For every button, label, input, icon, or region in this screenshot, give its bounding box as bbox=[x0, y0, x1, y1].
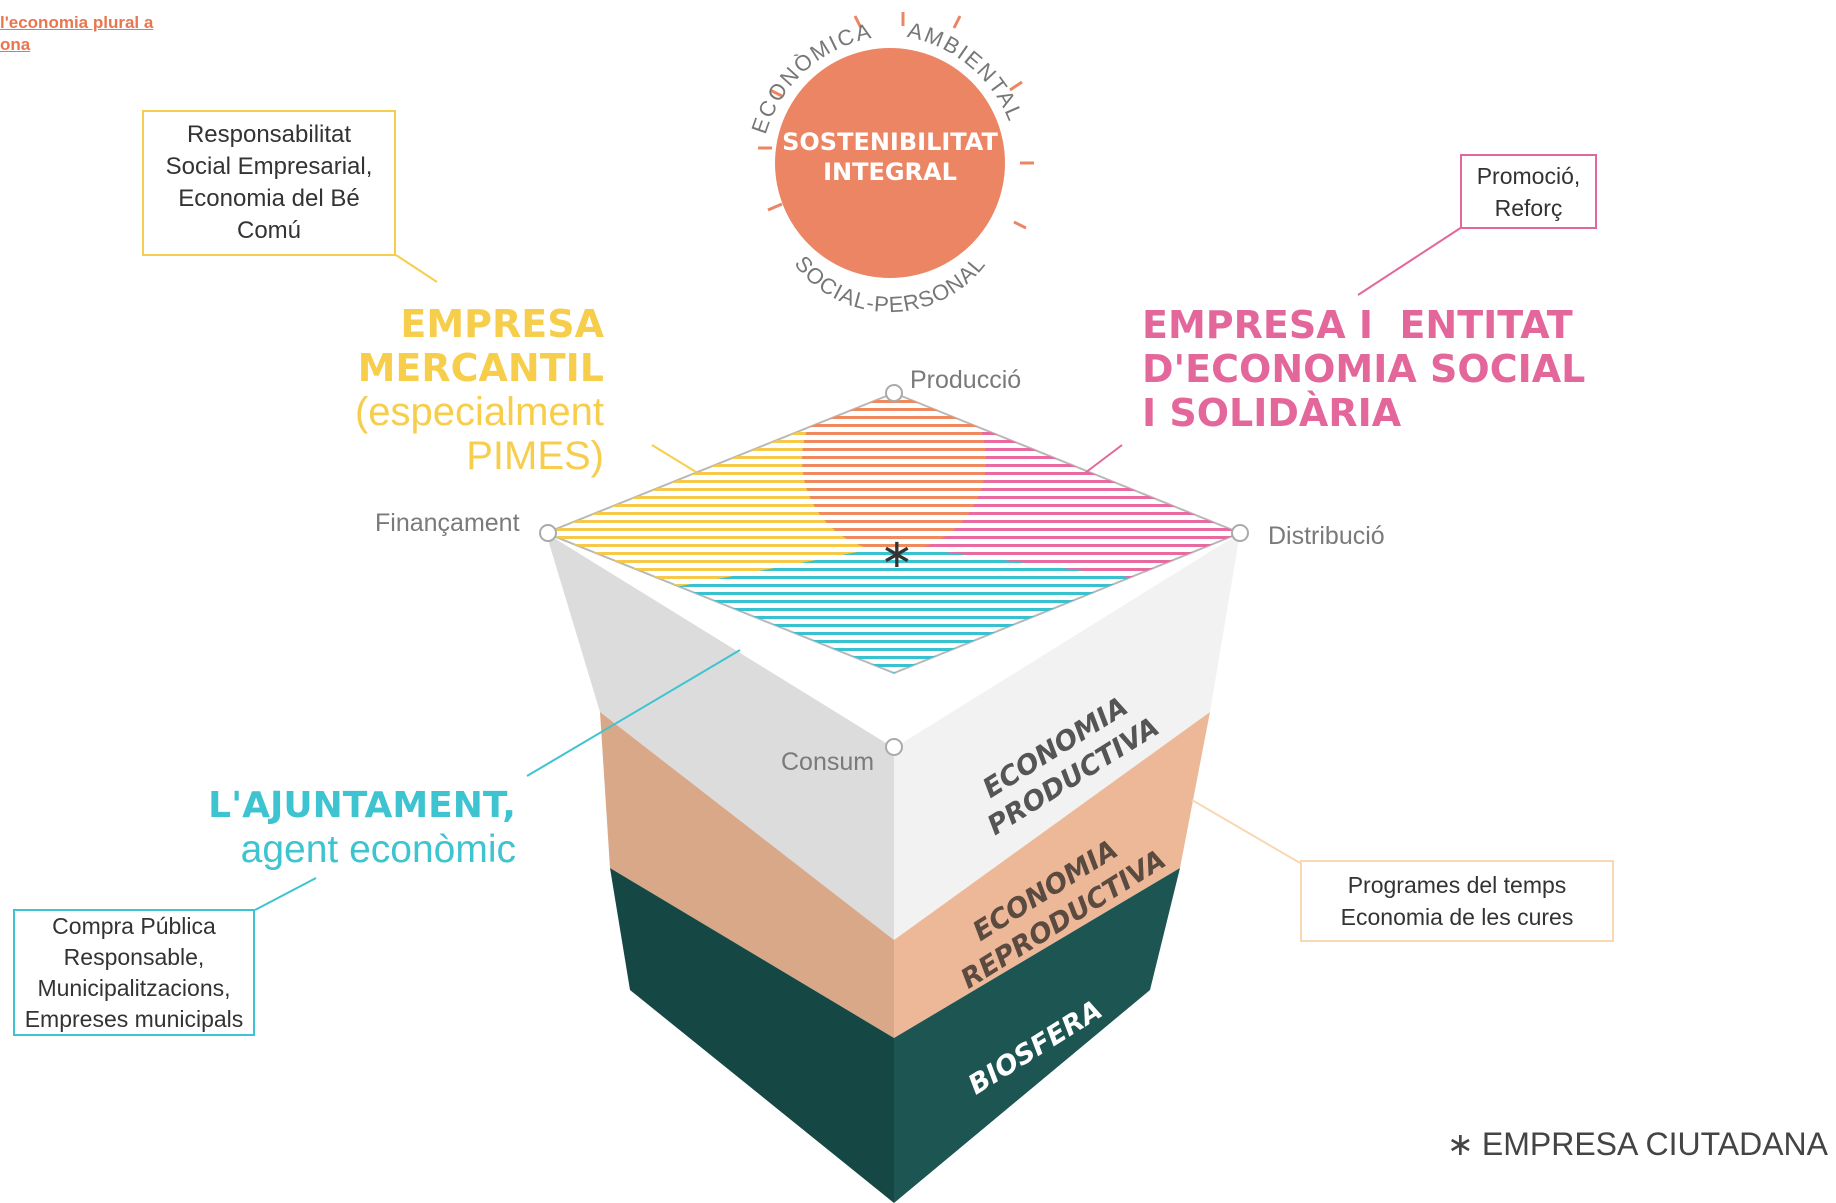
agent-ajuntament: L'AJUNTAMENT, agent econòmic bbox=[208, 785, 516, 871]
cube-right-productive bbox=[894, 533, 1240, 940]
center-asterisk: ∗ bbox=[880, 531, 914, 577]
connector-promocio bbox=[1357, 226, 1463, 296]
connector-compra bbox=[254, 877, 317, 911]
sun-title-line1: SOSTENIBILITAT bbox=[782, 128, 998, 156]
label-produccio: Producció bbox=[910, 366, 1022, 394]
vertex-financament bbox=[539, 524, 557, 542]
sun-rays bbox=[758, 12, 1034, 230]
label-consum: Consum bbox=[781, 748, 875, 776]
label-financament: Finançament bbox=[375, 509, 520, 537]
legend-asterisk: ∗ bbox=[1447, 1125, 1474, 1163]
agent-mercantil: EMPRESA MERCANTIL (especialment PIMES) bbox=[354, 302, 604, 478]
vertex-produccio bbox=[885, 384, 903, 402]
connector-temps bbox=[1191, 799, 1301, 864]
top-hatching bbox=[546, 393, 1240, 673]
label-distribucio: Distribució bbox=[1268, 522, 1385, 550]
sustainability-sun bbox=[775, 48, 1005, 278]
legend-empresa-ciutadana: ∗EMPRESA CIUTADANA bbox=[1447, 1125, 1828, 1163]
cube-right-biosphere bbox=[894, 868, 1180, 1203]
legend-label: EMPRESA CIUTADANA bbox=[1481, 1126, 1828, 1162]
cube-left-reproductive bbox=[600, 712, 894, 1038]
vertex-consum bbox=[885, 738, 903, 756]
vertex-distribucio bbox=[1231, 524, 1249, 542]
connector-rse bbox=[395, 254, 438, 283]
box-promocio: Promoció,Reforç bbox=[1460, 154, 1597, 229]
connector-ajuntament bbox=[526, 649, 741, 777]
cube-left-productive bbox=[546, 533, 894, 940]
cube-right-reproductive bbox=[894, 712, 1210, 1038]
sun-title-line2: INTEGRAL bbox=[823, 158, 957, 186]
connector-mercantil bbox=[651, 444, 697, 473]
connector-social bbox=[1084, 444, 1123, 474]
agent-social: EMPRESA I ENTITAT D'ECONOMIA SOCIAL I SO… bbox=[1142, 303, 1586, 435]
cube-left-biosphere bbox=[610, 868, 894, 1203]
